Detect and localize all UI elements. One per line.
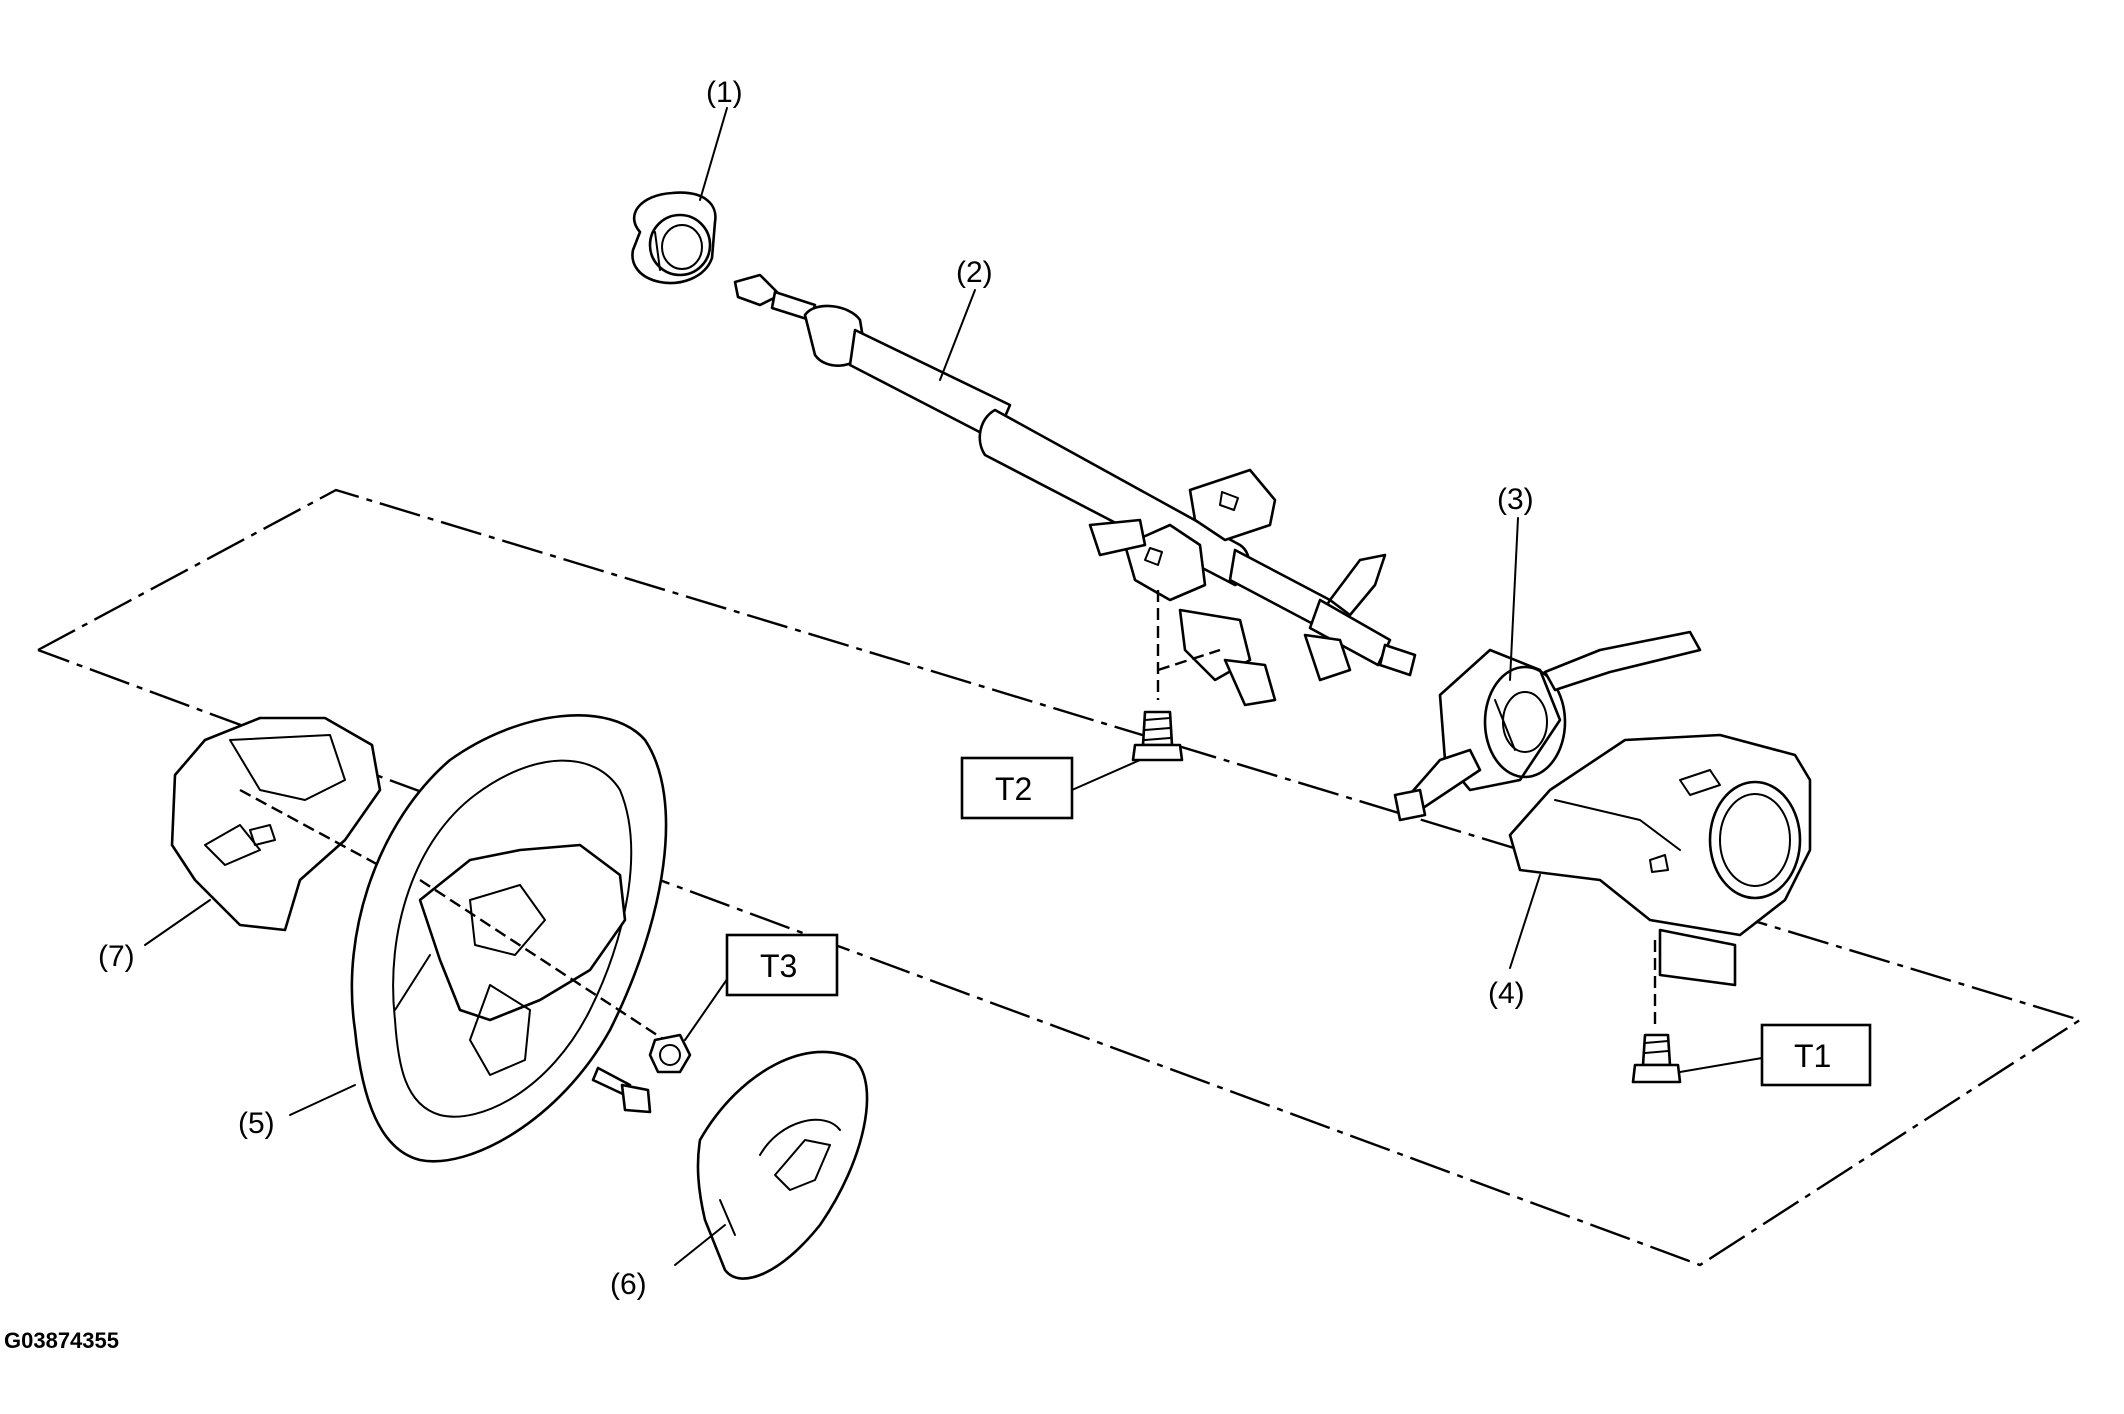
svg-text:T3: T3: [760, 948, 797, 984]
bolt-t2-axis-2: [1157, 648, 1221, 672]
callout-2: (2): [956, 256, 993, 289]
callout-7: (7): [98, 940, 135, 973]
callout-3: (3): [1497, 483, 1534, 516]
part-6-airbag-module: [696, 1050, 869, 1280]
assembly-boundary-line: [37, 488, 2083, 1267]
callout-5: (5): [238, 1107, 275, 1140]
torque-box-t2: T2: [960, 756, 1074, 820]
part-4-column-cover: [1508, 733, 1812, 987]
part-7-lower-cover: [170, 716, 382, 932]
torque-box-t1: T1: [1760, 1023, 1872, 1087]
part-3-combination-switch: [1393, 630, 1702, 822]
nut-t3: [648, 1033, 692, 1074]
bolt-t2: [1131, 710, 1184, 762]
bolt-t1: [1631, 1033, 1682, 1084]
figure-code: G03874355: [4, 1328, 119, 1353]
wheel-axis: [419, 878, 681, 1052]
svg-text:T1: T1: [1794, 1038, 1831, 1074]
callout-1: (1): [706, 76, 743, 109]
leader-lines: [144, 107, 1763, 1266]
torque-box-t3: T3: [725, 933, 839, 997]
part-5-steering-wheel: [350, 714, 668, 1163]
part-1-ring-nut: [631, 191, 717, 285]
callout-4: (4): [1488, 977, 1525, 1010]
part-2-steering-column: [733, 273, 1417, 707]
callout-6: (6): [610, 1268, 647, 1301]
wheel-bolt: [591, 1066, 652, 1114]
svg-text:T2: T2: [995, 771, 1032, 807]
